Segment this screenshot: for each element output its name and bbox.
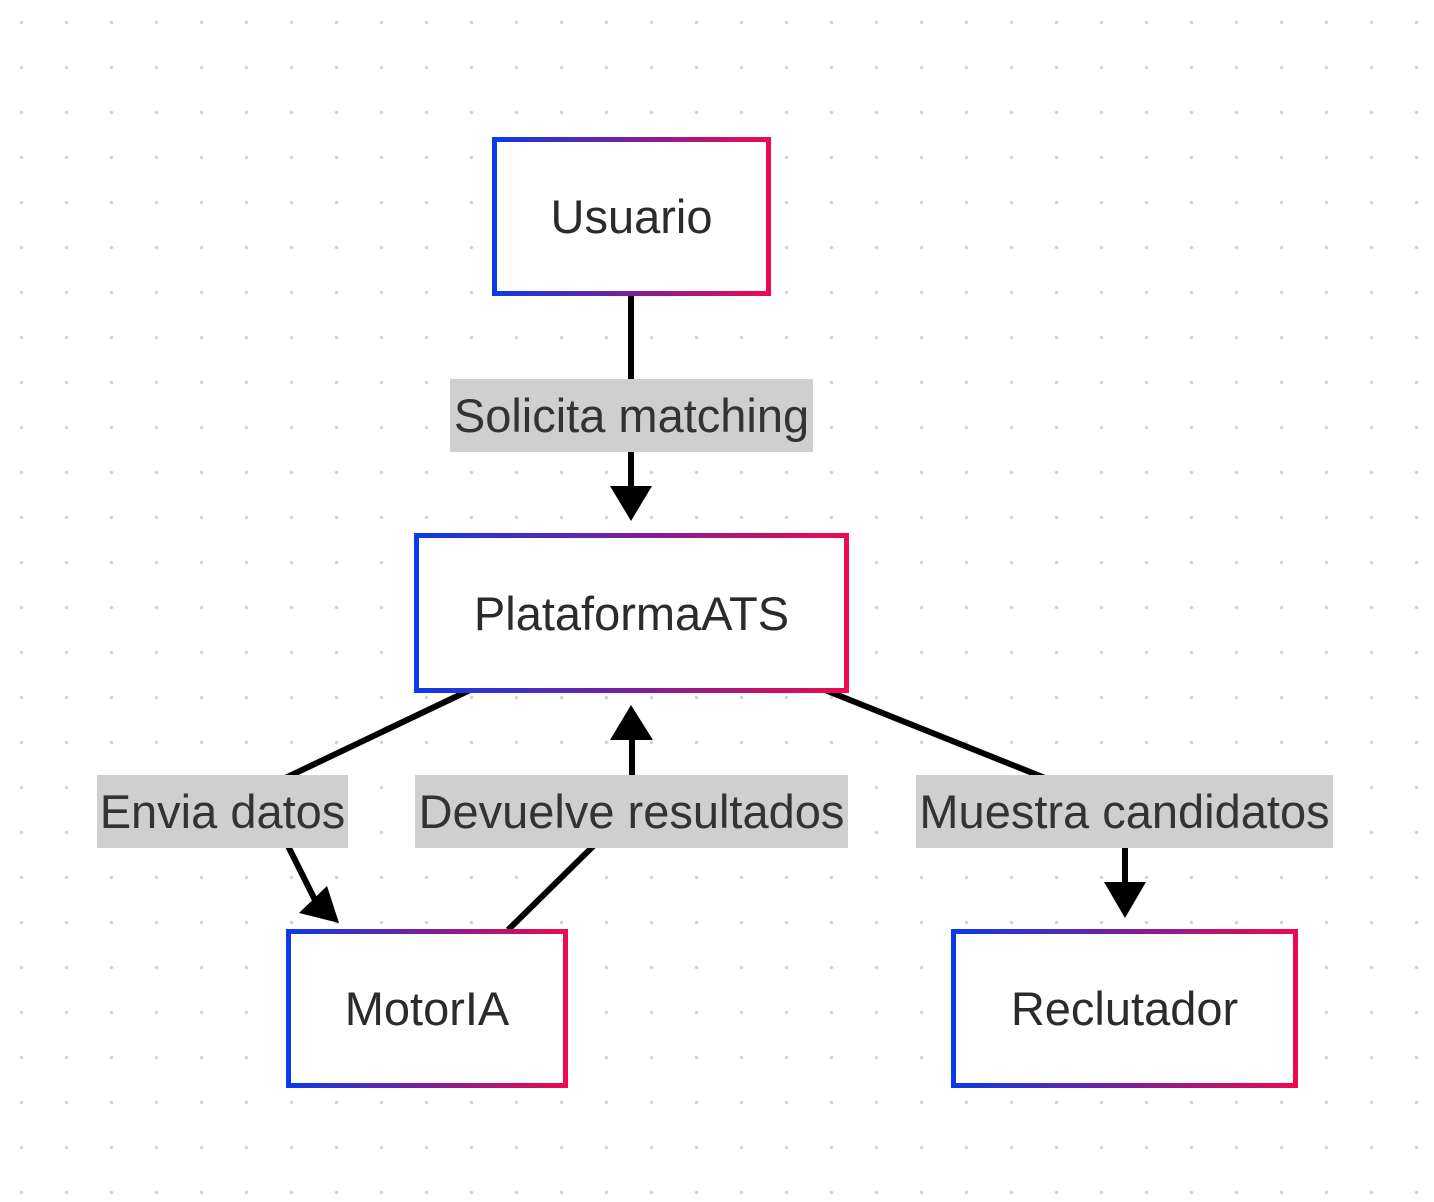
node-motor-ia-label: MotorIA	[344, 982, 510, 1035]
node-reclutador[interactable]: Reclutador	[951, 929, 1298, 1088]
node-reclutador-label: Reclutador	[1010, 982, 1239, 1035]
arrowhead-envia	[299, 886, 339, 923]
edge-label-muestra: Muestra candidatos	[916, 775, 1333, 848]
edge-label-envia: Envia datos	[97, 775, 348, 848]
node-motor-ia[interactable]: MotorIA	[286, 929, 568, 1088]
node-plataforma-ats-label: PlataformaATS	[473, 586, 790, 640]
arrowhead-devuelve	[610, 705, 653, 740]
edge-label-solicita: Solicita matching	[450, 379, 813, 452]
arrowhead-muestra	[1104, 882, 1146, 918]
node-usuario-label: Usuario	[550, 190, 713, 243]
edge-label-devuelve: Devuelve resultados	[415, 775, 848, 848]
node-usuario[interactable]: Usuario	[492, 137, 771, 296]
node-plataforma-ats[interactable]: PlataformaATS	[414, 533, 849, 693]
arrowhead-solicita	[610, 486, 652, 521]
